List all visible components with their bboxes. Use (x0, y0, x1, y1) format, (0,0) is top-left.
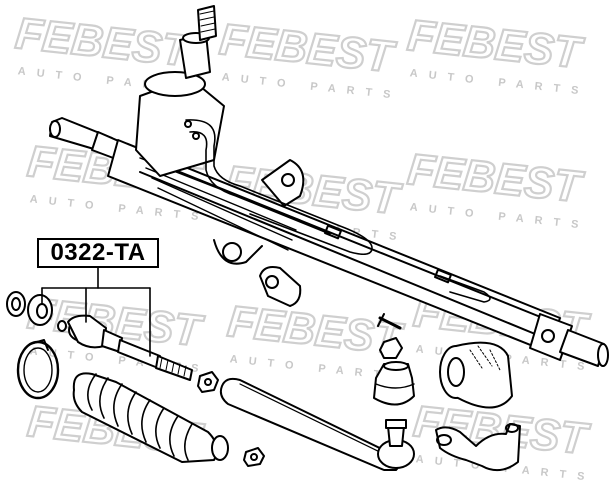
rack-boot (72, 372, 229, 463)
boot-clamp (16, 339, 60, 400)
inner-tie-rod (57, 314, 193, 381)
stop-washer (27, 294, 53, 326)
jam-nut (197, 371, 219, 393)
tie-rod-end-boot (373, 337, 415, 406)
tie-rod-nut (243, 447, 265, 467)
lock-washer (6, 291, 26, 317)
part-number-label: 0322-TA (37, 238, 159, 268)
steering-rack (49, 5, 609, 367)
rack-bushing (259, 266, 302, 307)
mount-bolt (377, 313, 402, 330)
bushing-sleeve (439, 341, 513, 409)
callout-leaders (41, 267, 151, 357)
bushing-clamp (435, 423, 521, 472)
tie-rod-end (219, 377, 415, 471)
